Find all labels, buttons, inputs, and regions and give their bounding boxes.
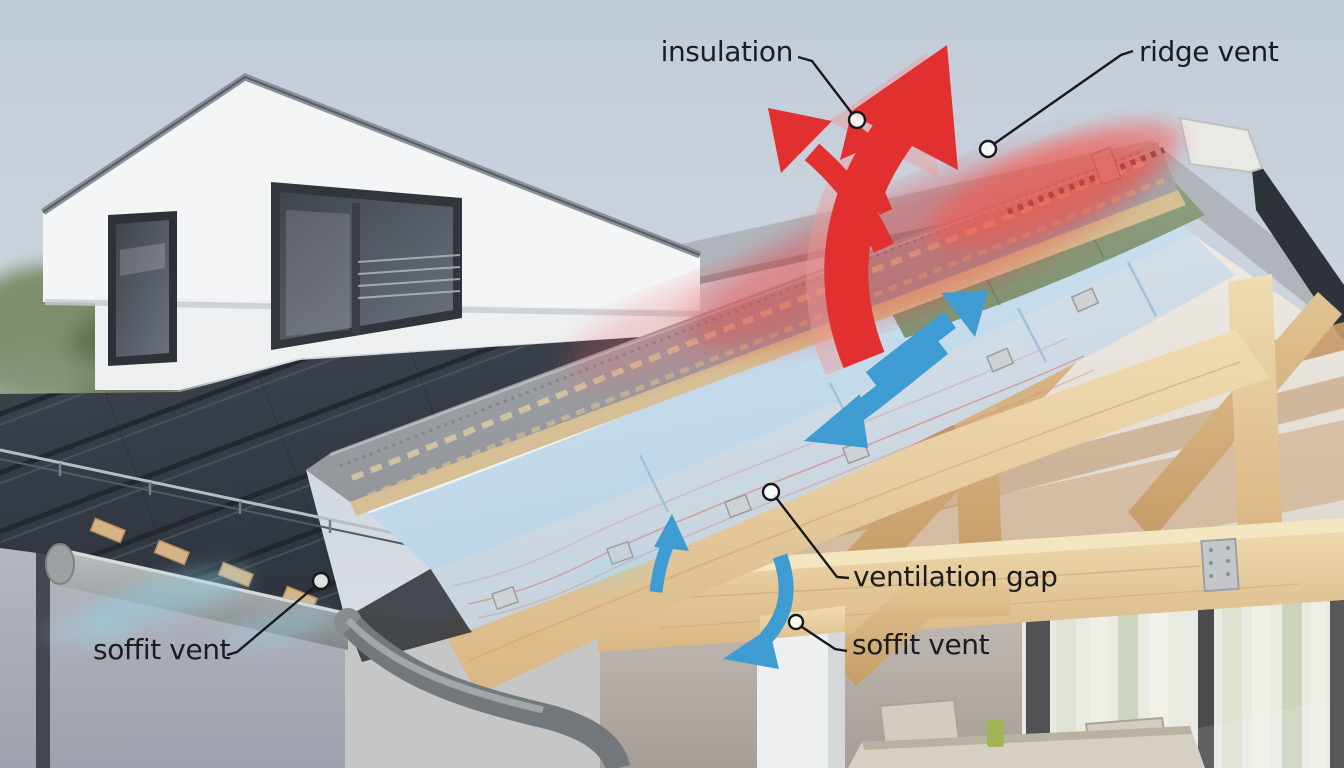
gable-post [1228,274,1282,532]
dormer-wall [95,296,700,390]
label-insulation: insulation [660,35,794,68]
leader-lines [226,49,1134,657]
cool-air-arrow-eave-up-head [654,514,689,551]
insulation-leader-line [797,55,855,117]
warm-air-arrow-small-shaft [857,153,893,215]
warm-air-arrows [768,45,958,376]
soffit-vent-left-marker [311,571,331,591]
cool-air-arrow-down-head [804,394,868,448]
wall-pipe [36,545,50,768]
corner-brace [828,585,1010,686]
verge-tiles [1250,150,1344,342]
warm-air-arrow-main-head [849,45,958,170]
warm-air-arrow-left-head [768,108,832,173]
nail-plate [1200,537,1240,593]
green-cup [987,720,1004,747]
soffit-vent-right-leader-line [798,624,848,653]
dormer [41,73,702,390]
glass-balustrade [357,254,461,299]
ridge-vent-leader-line [990,49,1134,147]
insulation-marker [847,110,867,130]
label-soffit-vent-right: soffit vent [852,628,990,661]
cool-air-arrow-down-shaft [852,338,949,421]
ventilation-gap-marker [761,482,781,502]
dormer-window-left [108,211,177,366]
warm-air-arrow-main-shaft [824,114,916,369]
ridge-cap [1178,116,1264,174]
rafter-beam [440,330,1270,695]
ridge-vent-marker [978,139,998,159]
cool-air-glow [45,548,673,649]
downspout [334,608,631,768]
label-soffit-vent-left: soffit vent [93,633,231,666]
leader-markers [311,110,998,631]
warm-air-arrow-small-head [840,119,880,160]
cool-air-arrow-up-shaft [865,312,957,388]
warm-air-arrow-left-shaft [804,143,894,253]
ventilation-gap-leader-line [773,494,850,580]
cool-air-arrow-eave-curl-shaft [760,553,794,644]
cool-air-arrows [649,290,988,669]
patio-furniture [848,698,1205,768]
cool-air-arrow-up-head [941,290,988,337]
label-ridge-vent: ridge vent [1139,35,1279,68]
soffit-vent-right-marker [787,613,805,631]
cool-air-arrow-eave-curl-head [723,628,779,669]
heat-glow [564,122,1182,387]
dormer-window-right [271,182,462,350]
label-ventilation-gap: ventilation gap [853,560,1058,593]
soffit-vent-left-leader-line [226,583,319,657]
